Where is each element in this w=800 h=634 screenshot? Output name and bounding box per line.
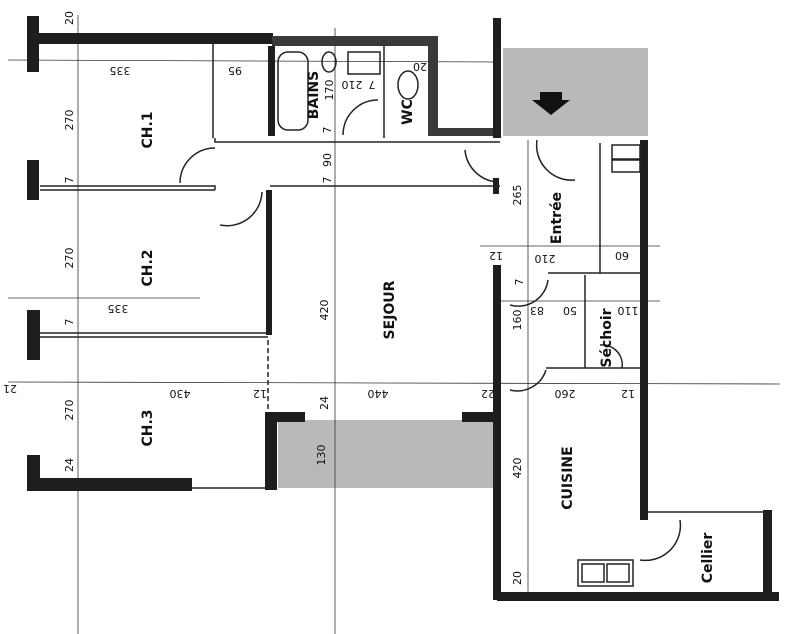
dimension-label: 7 <box>63 177 76 184</box>
kitchen-sink-basin-icon <box>581 563 605 583</box>
room-label: Cellier <box>700 533 716 584</box>
dimension-label: 24 <box>63 458 76 472</box>
room-label: WC <box>400 99 416 125</box>
room-label: CUISINE <box>560 446 576 509</box>
balcony-sejour <box>278 420 494 488</box>
room-label: Entrée <box>549 192 565 244</box>
dimension-label: 12 <box>253 387 267 400</box>
sink-icon <box>321 51 337 73</box>
dimension-label: 50 <box>563 304 577 317</box>
dimension-label: 335 <box>110 64 131 77</box>
room-label: SEJOUR <box>382 280 398 339</box>
dimension-label: 60 <box>615 249 629 262</box>
dimension-label: 270 <box>63 110 76 131</box>
room-label: CH.2 <box>140 249 156 286</box>
dimension-label: 130 <box>315 445 328 466</box>
dimension-label: 12 <box>489 249 503 262</box>
dimension-label: 170 <box>323 80 336 101</box>
walls <box>27 16 779 601</box>
dimension-label: 20 <box>63 11 76 25</box>
dimension-label: 420 <box>511 458 524 479</box>
kitchen-sink-basin-icon <box>606 563 630 583</box>
balcony-top-right <box>503 48 648 136</box>
toilet-icon <box>397 70 419 100</box>
bathtub-icon <box>277 51 309 131</box>
dimension-label: 420 <box>318 300 331 321</box>
room-label: CH.1 <box>140 111 156 148</box>
dimension-label: 265 <box>511 185 524 206</box>
dimension-label: 335 <box>108 302 129 315</box>
dimension-label: 83 <box>530 304 544 317</box>
dimension-label: 7 <box>369 78 376 91</box>
partitions <box>40 44 765 513</box>
room-label: CH.3 <box>140 409 156 446</box>
dimension-label: 270 <box>63 400 76 421</box>
dimension-label: 210 <box>342 78 363 91</box>
dimension-label: 7 <box>321 127 334 134</box>
doors <box>179 99 682 562</box>
dimension-label: 160 <box>511 310 524 331</box>
dimension-label: 22 <box>481 387 495 400</box>
dimension-label: 210 <box>535 252 556 265</box>
kitchen-sink-icon <box>577 559 634 587</box>
entrance-arrow-icon <box>532 92 570 115</box>
dimension-label: 20 <box>511 571 524 585</box>
labels: CH.1CH.2CH.3 SEJOUR BAINS WC EntréeSéchoirCU… <box>3 11 716 585</box>
dimension-label: 270 <box>63 248 76 269</box>
dimension-label: 20 <box>413 60 427 73</box>
dimension-label: 21 <box>3 382 17 395</box>
dimension-label: 24 <box>318 396 331 410</box>
dimension-label: 7 <box>63 319 76 326</box>
washbasin-icon <box>347 51 381 75</box>
dimension-label: 90 <box>321 153 334 167</box>
dimension-label: 430 <box>170 387 191 400</box>
dimension-label: 7 <box>513 279 526 286</box>
dimension-label: 440 <box>368 387 389 400</box>
dimension-lines <box>7 15 781 634</box>
dimension-label: 260 <box>555 387 576 400</box>
dimension-label: 95 <box>228 64 242 77</box>
room-label: Séchoir <box>599 308 615 367</box>
dimension-label: 110 <box>618 304 639 317</box>
room-label: BAINS <box>306 71 322 120</box>
dimension-label: 12 <box>621 387 635 400</box>
dimension-label: 7 <box>321 177 334 184</box>
